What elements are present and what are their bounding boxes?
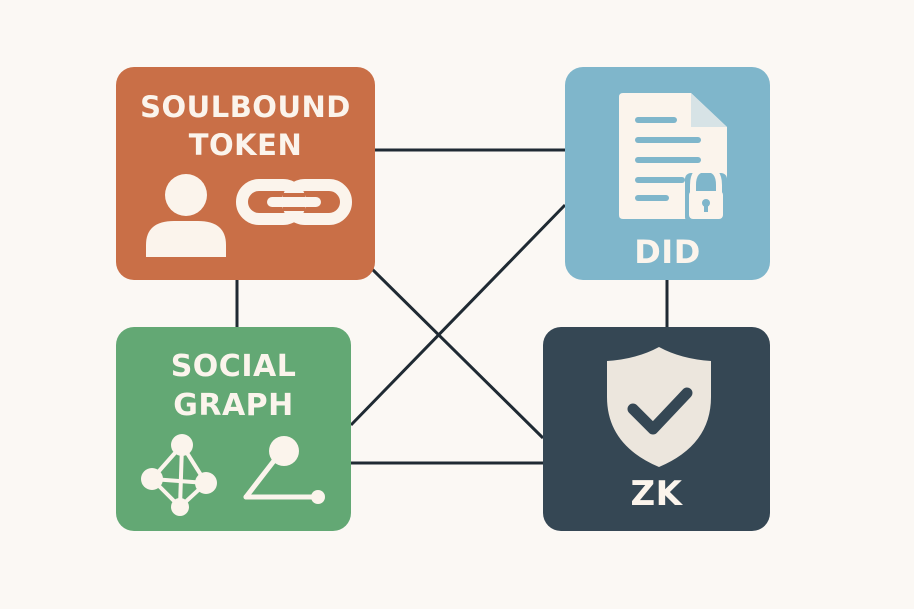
document-lock-icon (619, 93, 727, 223)
soulbound-token-node[interactable]: SOULBOUND TOKEN (116, 67, 375, 280)
zk-title: ZK (630, 474, 683, 514)
edge-soulbound-zk (369, 266, 545, 440)
soulbound-title-line2: TOKEN (188, 127, 303, 162)
user-icon (146, 174, 226, 257)
shield-check-icon (607, 347, 711, 467)
node-link-icon (243, 436, 325, 504)
social-title-line2: GRAPH (173, 388, 294, 423)
social-graph-node[interactable]: SOCIAL GRAPH (116, 327, 351, 531)
social-title-line1: SOCIAL (170, 349, 297, 384)
edge-did-social (349, 203, 567, 427)
zk-node[interactable]: ZK (543, 327, 770, 531)
chain-link-icon (236, 179, 352, 225)
soulbound-title-line1: SOULBOUND (140, 90, 351, 124)
did-node[interactable]: DID (565, 67, 770, 280)
soulbound-token-title: SOULBOUND TOKEN (116, 89, 375, 164)
network-graph-icon (141, 434, 217, 516)
did-title: DID (634, 233, 701, 271)
social-graph-title: SOCIAL GRAPH (116, 347, 351, 425)
